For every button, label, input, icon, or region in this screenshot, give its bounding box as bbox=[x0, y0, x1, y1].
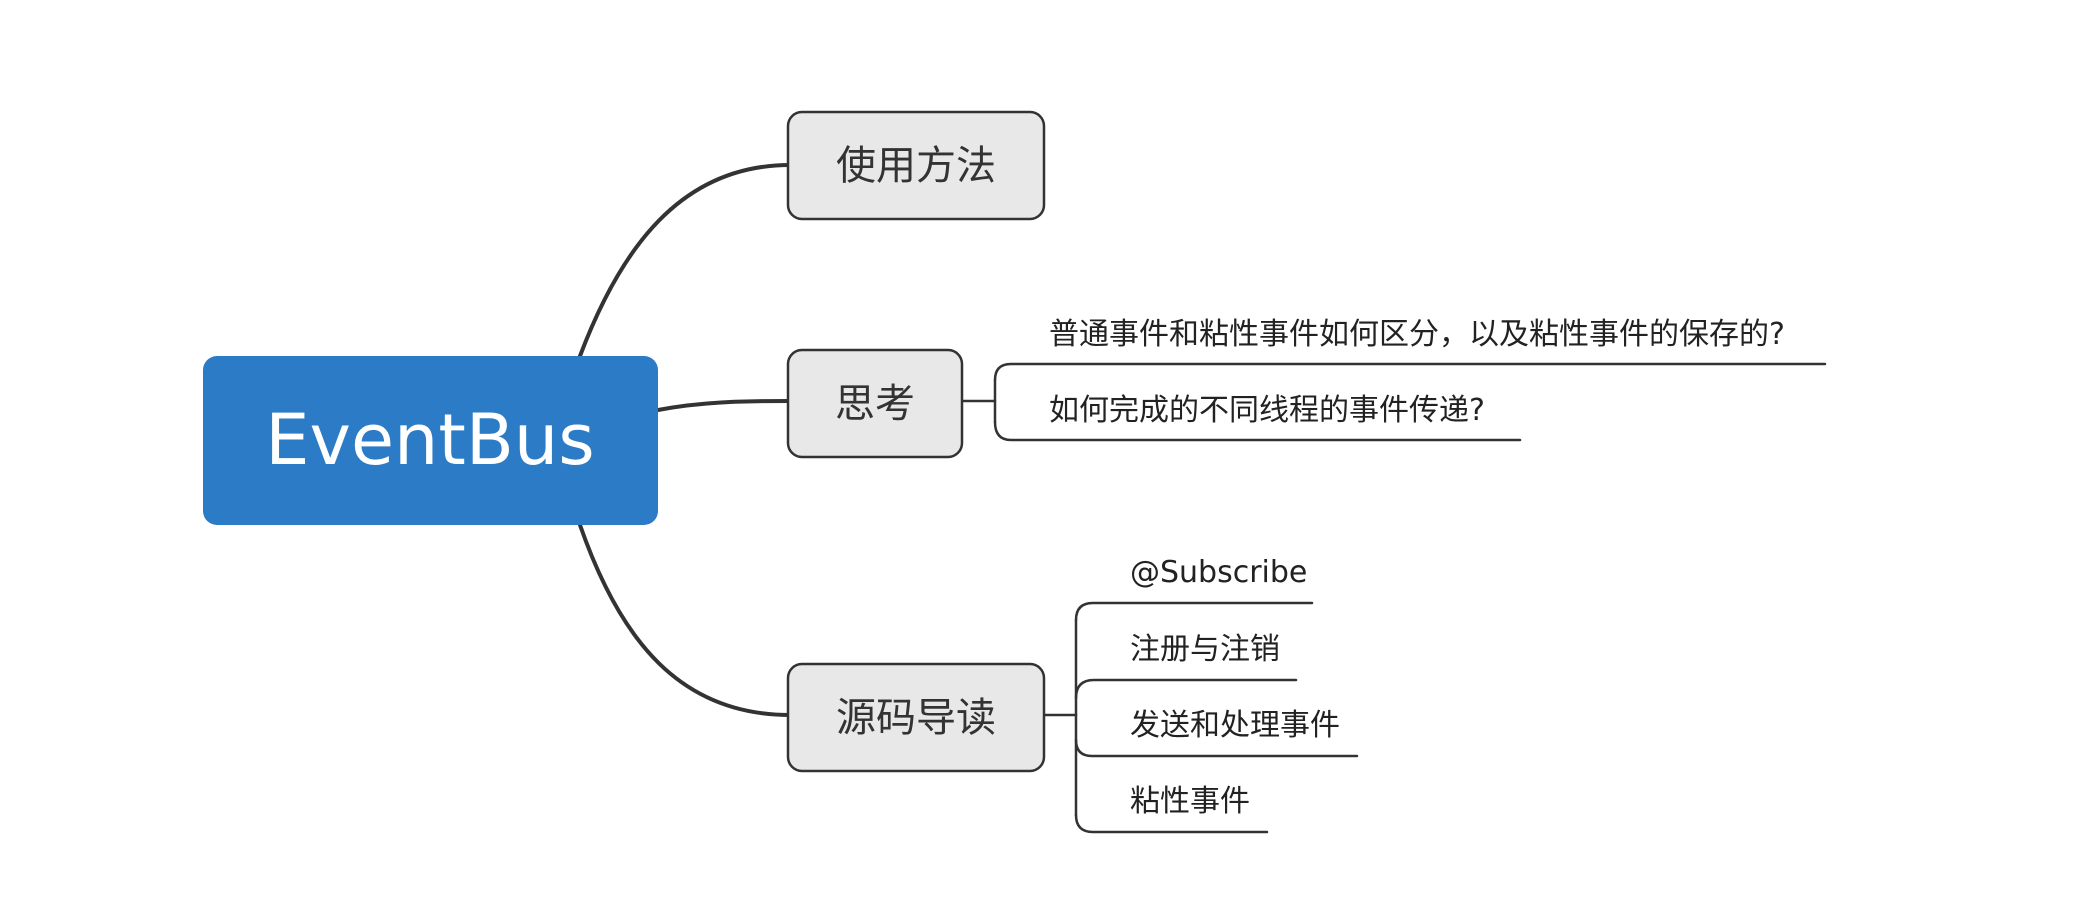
source-leaf-connectors bbox=[1042, 601, 1359, 834]
topic-thinking-label: 思考 bbox=[835, 381, 915, 427]
leaf-subscribe[interactable]: @Subscribe bbox=[1130, 555, 1307, 590]
root-node-box bbox=[203, 356, 658, 525]
topic-usage-box bbox=[786, 110, 1046, 221]
topic-usage[interactable]: 使用方法 bbox=[786, 110, 1046, 221]
root-node-label: EventBus bbox=[265, 399, 594, 481]
leaf-sticky-vs-normal[interactable]: 普通事件和粘性事件如何区分，以及粘性事件的保存的? bbox=[1049, 317, 1785, 352]
leaf-post-and-handle[interactable]: 发送和处理事件 bbox=[1130, 708, 1340, 743]
topic-source-reading[interactable]: 源码导读 bbox=[786, 662, 1046, 773]
connector-root-to-usage bbox=[578, 163, 792, 358]
leaf-register-unregister[interactable]: 注册与注销 bbox=[1130, 632, 1280, 667]
root-node[interactable]: EventBus bbox=[203, 356, 658, 525]
thinking-leaf-connectors bbox=[960, 362, 1827, 442]
leaf-thread-delivery[interactable]: 如何完成的不同线程的事件传递? bbox=[1049, 393, 1485, 428]
topic-thinking[interactable]: 思考 bbox=[786, 348, 964, 459]
topic-source-reading-label: 源码导读 bbox=[836, 695, 996, 741]
topic-source-reading-box bbox=[786, 662, 1046, 773]
connector-root-to-thinking bbox=[656, 399, 792, 412]
connector-root-to-source bbox=[578, 523, 792, 717]
leaf-sticky-event[interactable]: 粘性事件 bbox=[1130, 784, 1250, 819]
topic-usage-label: 使用方法 bbox=[836, 143, 996, 189]
topic-thinking-box bbox=[786, 348, 964, 459]
